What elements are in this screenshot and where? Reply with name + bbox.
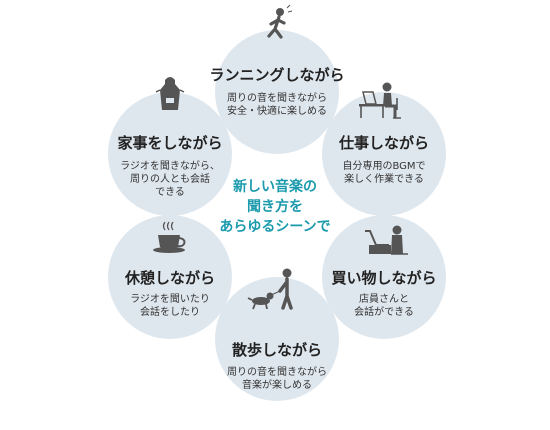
description-line: 周りの人とも会話 — [130, 174, 210, 185]
activity-circle-work — [322, 92, 446, 216]
center-message: 新しい音楽の 聞き方を あらゆるシーンで — [195, 177, 355, 237]
activity-description: 周りの音を聞きながら音楽が楽しめる — [172, 366, 382, 392]
center-line: あらゆるシーンで — [219, 219, 331, 235]
activity-rest: 休憩しながらラジオを聞いたり会話をしたり — [65, 269, 275, 319]
activity-circle-walk — [215, 277, 339, 401]
activity-walk: 散歩しながら周りの音を聞きながら音楽が楽しめる — [172, 341, 382, 392]
activity-circle-rest — [108, 215, 232, 339]
activity-housework: 家事をしながらラジオを聞きながら、周りの人とも会話できる — [65, 134, 275, 199]
activity-running: ランニングしながら周りの音を聞きながら安全・快適に楽しめる — [172, 66, 382, 118]
description-line: できる — [155, 187, 185, 198]
activity-title: 仕事しながら — [338, 134, 429, 152]
activity-circle-housework — [108, 92, 232, 216]
description-line: 店員さんと — [359, 294, 409, 305]
description-line: 会話ができる — [354, 307, 414, 318]
activity-title: 散歩しながら — [231, 341, 322, 359]
activity-title: 家事をしながら — [117, 134, 223, 152]
dog-walking-icon — [247, 268, 293, 310]
description-line: 自分専用のBGMで — [342, 161, 426, 172]
description-line: 会話をしたり — [140, 307, 200, 318]
coffee-cup-icon — [153, 221, 186, 253]
activity-circle-shopping — [322, 215, 446, 339]
desk-worker-icon — [359, 82, 401, 119]
description-line: 安全・快適に楽しめる — [227, 106, 327, 117]
activity-title: 買い物しながら — [331, 269, 437, 287]
activity-circle-running — [215, 30, 339, 154]
activity-work: 仕事しながら自分専用のBGMで楽しく作業できる — [279, 134, 489, 186]
activity-description: ラジオを聞いたり会話をしたり — [65, 293, 275, 319]
activity-title: ランニングしながら — [209, 66, 345, 84]
description-line: 周りの音を聞きながら — [227, 93, 327, 104]
apron-icon — [155, 77, 185, 110]
center-line: 聞き方を — [247, 199, 303, 215]
activity-circles — [108, 30, 446, 401]
running-person-icon — [267, 4, 293, 39]
description-line: 音楽が楽しめる — [242, 380, 312, 391]
activity-description: 周りの音を聞きながら安全・快適に楽しめる — [172, 92, 382, 118]
description-line: 周りの音を聞きながら — [227, 367, 327, 378]
activity-icons — [153, 4, 408, 310]
center-line: 新しい音楽の — [233, 179, 317, 195]
activity-description: ラジオを聞きながら、周りの人とも会話できる — [65, 160, 275, 199]
description-line: ラジオを聞いたり — [130, 294, 210, 305]
activity-title: 休憩しながら — [124, 269, 215, 287]
activity-shopping: 買い物しながら店員さんと会話ができる — [279, 269, 489, 319]
store-clerk-icon — [365, 225, 408, 255]
activity-description: 店員さんと会話ができる — [279, 293, 489, 319]
description-line: ラジオを聞きながら、 — [120, 161, 220, 172]
activity-description: 自分専用のBGMで楽しく作業できる — [279, 160, 489, 186]
description-line: 楽しく作業できる — [344, 174, 424, 185]
